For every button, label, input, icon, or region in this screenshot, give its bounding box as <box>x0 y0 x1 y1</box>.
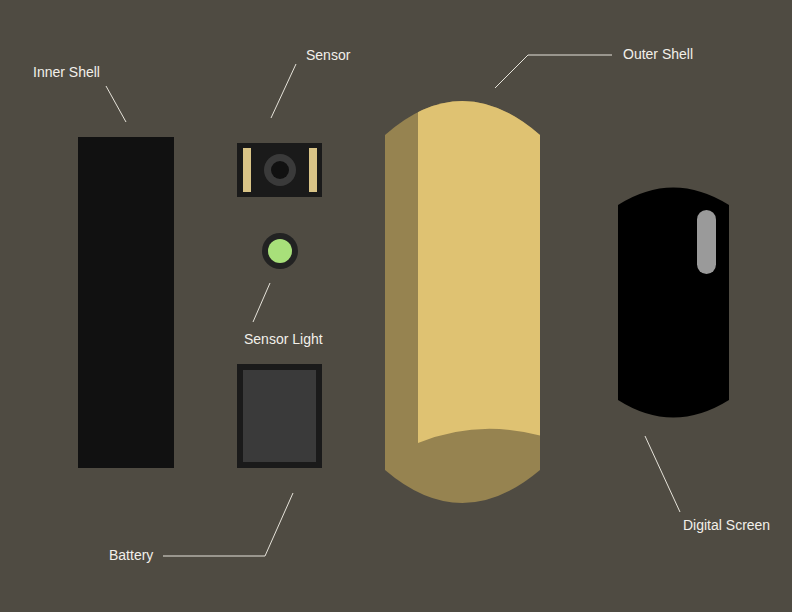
outer-shell <box>385 80 545 503</box>
sensor <box>237 143 322 197</box>
part-label: Sensor <box>306 46 350 64</box>
sensor-light <box>262 233 298 269</box>
part-label: Sensor Light <box>244 330 323 348</box>
digital-screen <box>618 188 729 418</box>
part-label: Inner Shell <box>33 63 100 81</box>
battery <box>237 364 322 468</box>
part-label: Battery <box>109 546 153 564</box>
part-label: Outer Shell <box>623 45 693 63</box>
inner-shell <box>78 137 174 468</box>
part-label: Digital Screen <box>683 516 770 534</box>
leader-line <box>106 55 680 556</box>
